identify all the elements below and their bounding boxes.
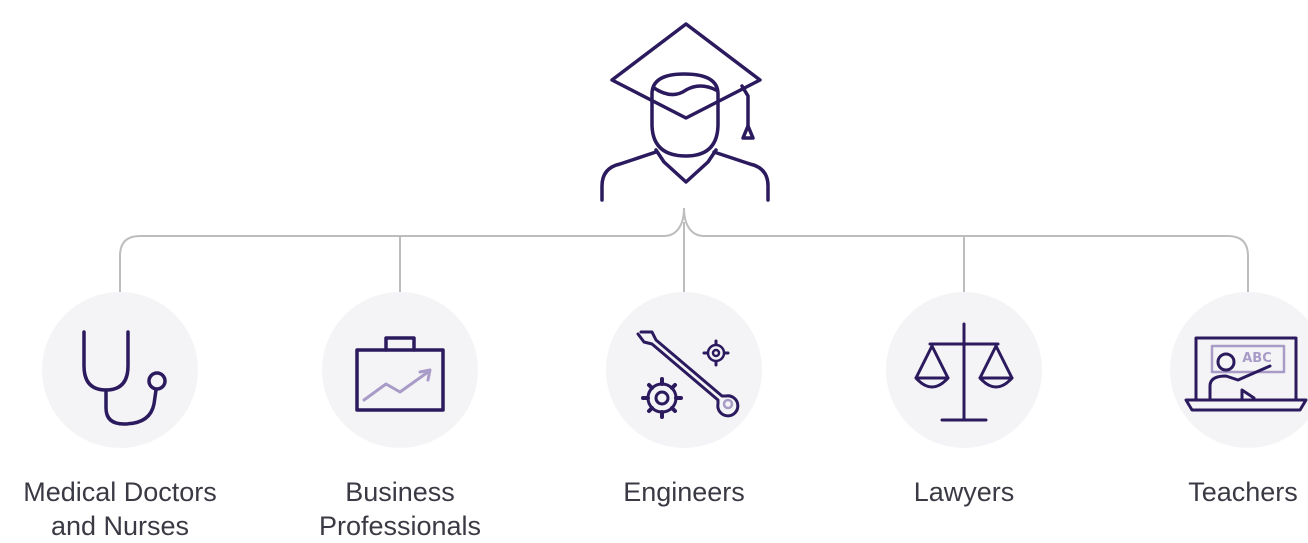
label-line: Engineers bbox=[623, 477, 745, 507]
label-line: Professionals bbox=[318, 511, 482, 541]
icon-bg-teachers bbox=[1170, 292, 1308, 448]
icon-backgrounds bbox=[42, 292, 1308, 448]
graduate-icon bbox=[600, 22, 770, 202]
icon-bg-business bbox=[322, 292, 478, 448]
connector-right-branch bbox=[683, 207, 1249, 296]
board-text: ABC bbox=[1242, 351, 1272, 366]
teacher-laptop-icon: ABC bbox=[1184, 336, 1308, 412]
wrench-gears-icon bbox=[636, 330, 740, 419]
icon-bg-medical bbox=[42, 292, 198, 448]
stethoscope-icon bbox=[82, 330, 167, 426]
label-engineers: Engineers bbox=[623, 475, 745, 509]
label-business-professionals: Business Professionals bbox=[319, 475, 481, 543]
connector-lines bbox=[119, 207, 1249, 296]
label-line: and Nurses bbox=[50, 511, 190, 541]
label-line: Teachers bbox=[1188, 477, 1298, 507]
label-line: Medical Doctors bbox=[23, 477, 217, 507]
label-medical-doctors-and-nurses: Medical Doctors and Nurses bbox=[23, 475, 217, 543]
briefcase-growth-icon bbox=[355, 336, 445, 412]
label-lawyers: Lawyers bbox=[914, 475, 1015, 509]
label-line: Business bbox=[345, 477, 455, 507]
connector-trunk bbox=[119, 207, 685, 296]
scales-of-justice-icon bbox=[914, 322, 1014, 422]
label-line: Lawyers bbox=[913, 477, 1015, 507]
label-teachers: Teachers bbox=[1188, 475, 1298, 509]
